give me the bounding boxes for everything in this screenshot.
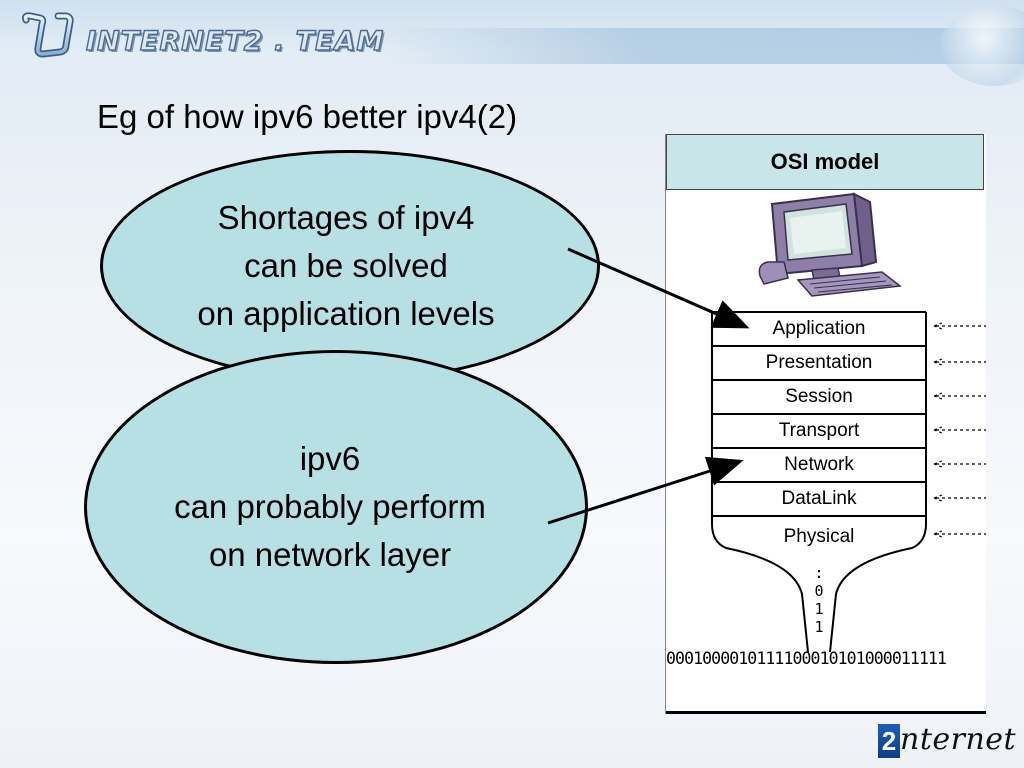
internet-footer-logo: 2 nternet xyxy=(878,720,1018,766)
layer-label: Network xyxy=(784,454,854,475)
bubble-ipv4-shortage: Shortages of ipv4 can be solved on appli… xyxy=(100,150,600,382)
bubble-ipv6-network: ipv6 can probably perform on network lay… xyxy=(84,350,588,664)
layer-arrows xyxy=(933,322,986,538)
osi-layer-session: Session xyxy=(713,382,925,412)
bubble-line: Shortages of ipv4 xyxy=(217,199,475,236)
vertical-bit: 1 xyxy=(814,600,824,618)
layer-label: Presentation xyxy=(765,352,873,373)
layer-label: Transport xyxy=(778,420,860,441)
osi-layer-network: Network xyxy=(713,450,925,480)
layer-label: Physical xyxy=(783,526,855,547)
bubble-line: can probably perform xyxy=(174,488,486,525)
osi-stack: Application Presentation Session Transpo… xyxy=(666,294,986,714)
osi-header: OSI model xyxy=(666,134,984,190)
layer-label: Session xyxy=(785,386,853,407)
computer-icon xyxy=(758,192,902,297)
globe-icon xyxy=(940,6,1024,86)
header-stripe xyxy=(380,28,1024,64)
osi-layer-presentation: Presentation xyxy=(713,348,925,378)
vertical-bits: : 0 1 1 xyxy=(812,564,826,636)
team-logo-text: INTERNET2 . TEAM xyxy=(85,25,385,57)
bubble-line: on application levels xyxy=(197,295,495,332)
layer-label: Application xyxy=(772,318,866,339)
bubble-line: can be solved xyxy=(244,247,448,284)
layer-label: DataLink xyxy=(781,488,857,509)
team-logo-icon xyxy=(22,12,74,58)
bubble-line: ipv6 xyxy=(299,440,361,477)
footer-logo-mark: 2 xyxy=(878,724,900,758)
vertical-bit: : xyxy=(814,564,824,582)
osi-layer-physical: Physical xyxy=(713,522,925,552)
bubble-line: on network layer xyxy=(208,536,452,573)
bitstream-baseline xyxy=(666,711,986,714)
osi-layer-datalink: DataLink xyxy=(713,484,925,514)
vertical-bit: 1 xyxy=(814,618,824,636)
footer-logo-text: nternet xyxy=(900,722,1017,757)
vertical-bit: 0 xyxy=(814,582,824,600)
bitstream: 0001000010111100010101000011111 xyxy=(666,649,947,668)
osi-model-figure: OSI model xyxy=(665,134,986,714)
slide-title: Eg of how ipv6 better ipv4(2) xyxy=(97,98,518,135)
osi-layer-transport: Transport xyxy=(713,416,925,446)
osi-layer-application: Application xyxy=(713,314,925,344)
osi-stack-frame xyxy=(711,311,986,653)
